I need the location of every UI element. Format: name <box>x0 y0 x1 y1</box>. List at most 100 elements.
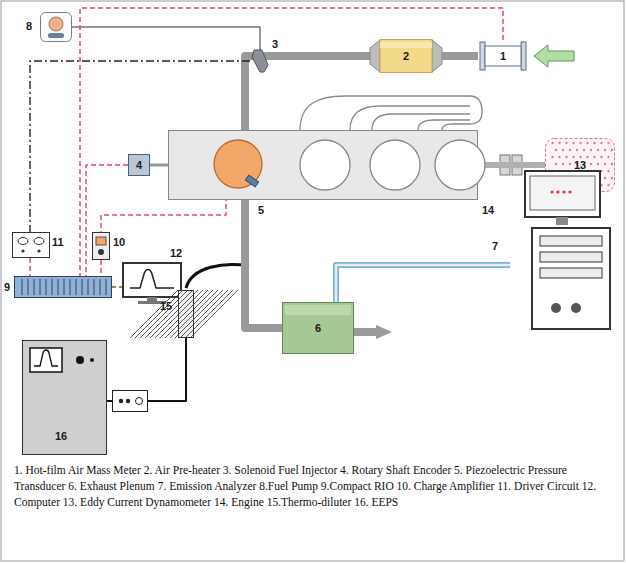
drawing-part <box>140 290 188 338</box>
connector-line <box>336 265 510 302</box>
drawing-part <box>562 190 565 193</box>
callout-number: 4 <box>136 159 142 171</box>
driver-circuit-shape <box>12 232 50 258</box>
connector <box>30 258 31 276</box>
drawing-part <box>550 190 553 193</box>
pressure-transducer-shape <box>214 140 262 188</box>
drawing-part <box>34 238 44 245</box>
drawing-part <box>555 163 557 165</box>
drawing-part <box>186 265 249 288</box>
connector <box>442 56 478 57</box>
callout-number: 9 <box>4 281 10 293</box>
drawing-part <box>565 156 567 158</box>
callout-number: 15 <box>160 300 172 312</box>
drawing-part <box>130 290 178 338</box>
connector-line <box>112 286 122 288</box>
drawing-part <box>611 163 613 165</box>
drawing-part <box>562 149 564 151</box>
connector <box>80 8 503 276</box>
drawing-part <box>611 149 613 151</box>
drawing-part <box>540 236 602 246</box>
drawing-part <box>597 149 599 151</box>
fuel-injector-shape <box>250 50 270 72</box>
connector-line <box>29 258 31 276</box>
drawing-part <box>540 252 602 262</box>
drawing-part <box>76 356 84 364</box>
connector-line <box>86 165 128 276</box>
drawing-part <box>607 142 609 144</box>
callout-number: 6 <box>315 322 321 334</box>
drawing-part <box>48 33 64 38</box>
drawing-part <box>558 142 560 144</box>
eeps-instrument: 16 <box>22 340 107 455</box>
connector-line <box>245 200 282 328</box>
drawing-part <box>370 140 420 190</box>
drawing-part <box>96 237 106 245</box>
fuel-pump: 8 <box>40 12 72 42</box>
drawing-part <box>175 290 223 338</box>
drawing-part <box>350 106 470 130</box>
drawing-part <box>18 238 28 245</box>
drawing-part <box>534 45 574 67</box>
drawing-part <box>572 142 574 144</box>
drawing-part <box>82 279 83 295</box>
drawing-part <box>100 279 101 295</box>
drawing-part <box>40 279 41 295</box>
drawing-part <box>593 156 595 158</box>
connector-line <box>150 164 168 167</box>
callout-number: 10 <box>113 236 125 248</box>
driver-circuit: 11 <box>12 232 50 258</box>
callout-number: 13 <box>574 159 586 171</box>
drawing-part <box>37 249 40 252</box>
connector <box>86 165 128 276</box>
drawing-part <box>98 249 104 255</box>
drawing-part <box>130 290 238 338</box>
drawing-part <box>607 156 609 158</box>
drawing-part <box>300 96 470 130</box>
drawing-part <box>123 263 181 297</box>
drawing-part <box>562 163 564 165</box>
drawing-part <box>556 217 568 225</box>
drawing-part <box>572 156 574 158</box>
shaft-encoder: 4 <box>128 154 150 176</box>
drawing-part <box>13 233 50 258</box>
drawing-part <box>64 279 65 295</box>
drawing-part <box>300 140 350 190</box>
drawing-part <box>432 40 442 72</box>
drawing-part <box>170 290 218 338</box>
drawing-part <box>119 399 123 403</box>
drawing-part <box>380 42 432 48</box>
callout-number: 14 <box>482 204 494 216</box>
drawing-part <box>106 279 107 295</box>
connector <box>478 165 545 166</box>
control-box-drawing <box>112 390 148 412</box>
drawing-part <box>435 140 485 190</box>
drawing-part <box>525 171 600 217</box>
drawing-part <box>380 40 432 73</box>
drawing-part <box>607 184 609 186</box>
drawing-part <box>76 279 77 295</box>
drawing-part <box>90 358 94 362</box>
drawing-part <box>604 177 606 179</box>
drawing-part <box>586 142 588 144</box>
connector <box>336 265 510 302</box>
drawing-part <box>136 398 143 405</box>
drawing-part <box>52 279 53 295</box>
drawing-part <box>34 350 58 366</box>
drawing-part <box>480 42 485 70</box>
drawing-part <box>555 149 557 151</box>
drawing-part <box>126 399 130 403</box>
engine-block: 145 <box>168 130 478 200</box>
computer: 12 <box>122 262 182 304</box>
drawing-part <box>611 177 613 179</box>
drawing-part <box>185 290 233 338</box>
drawing-part <box>579 156 581 158</box>
drawing-part <box>21 249 24 252</box>
callout-number: 5 <box>258 204 264 216</box>
exhaust-outlet <box>354 325 392 339</box>
drawing-part <box>155 290 203 338</box>
drawing-part <box>214 140 262 188</box>
fuel-pump-shape <box>40 12 72 42</box>
